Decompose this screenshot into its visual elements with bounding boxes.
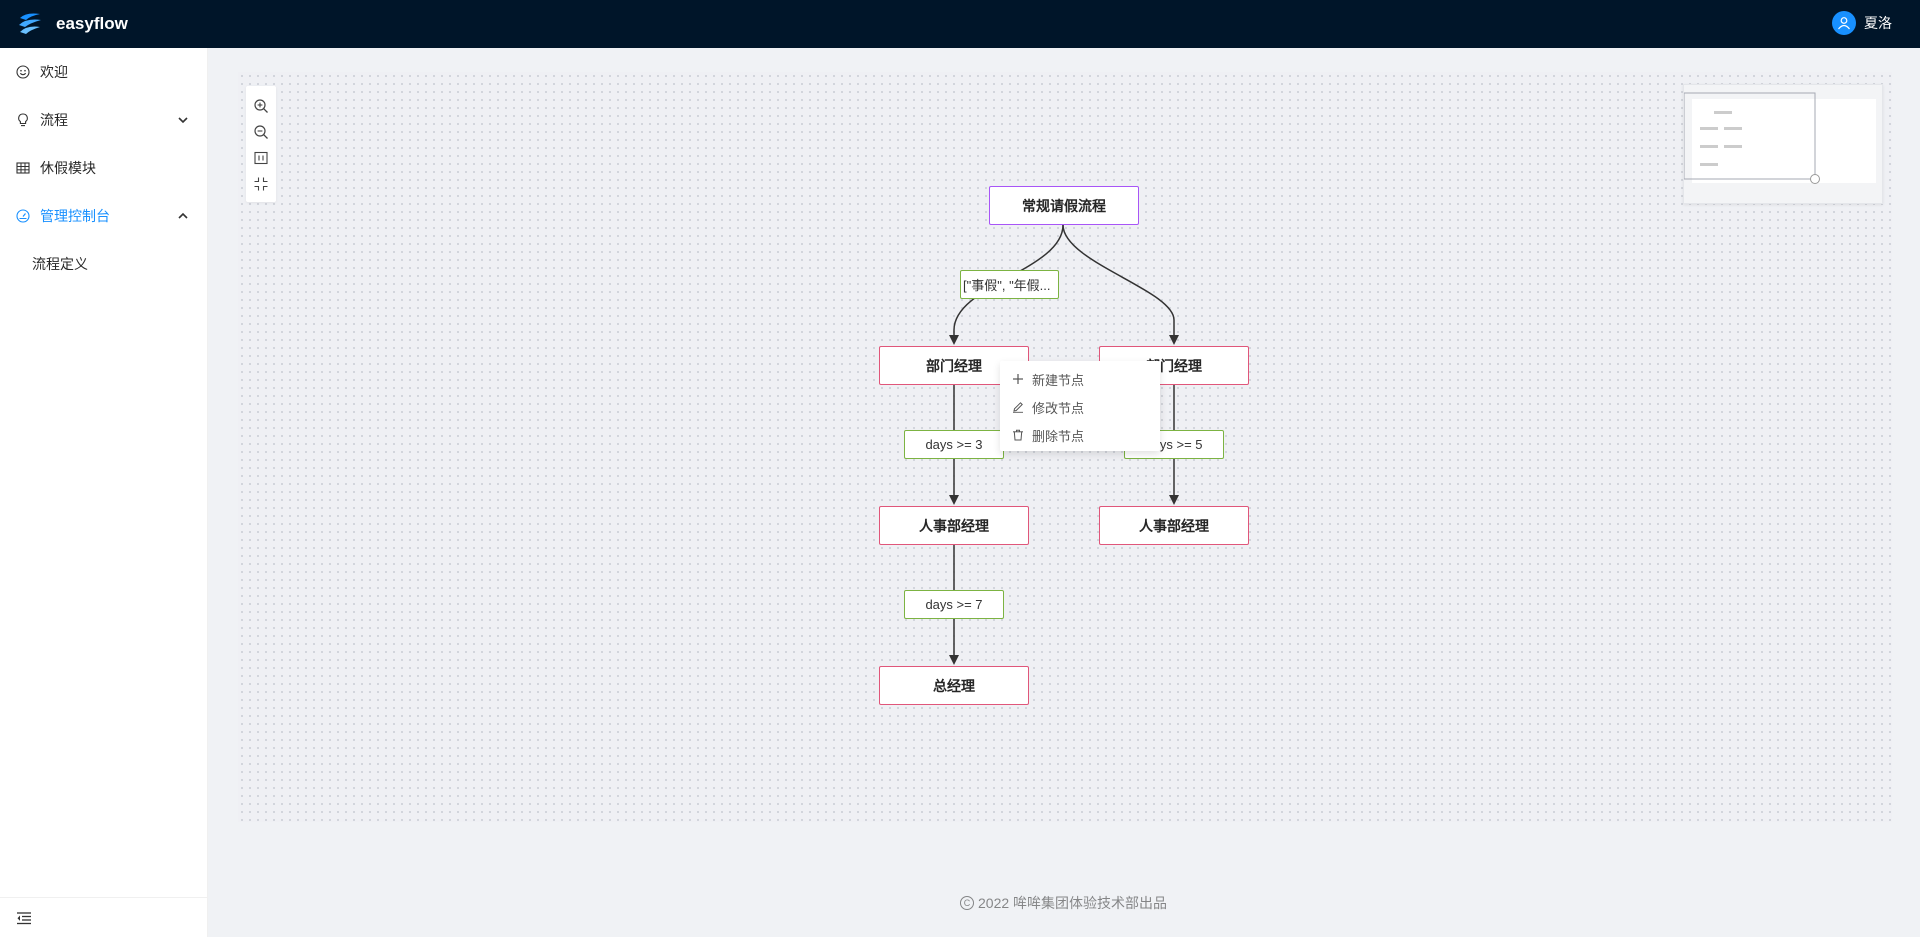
sidebar-item-flow[interactable]: 流程 bbox=[0, 100, 207, 140]
sidebar-item-label: 管理控制台 bbox=[40, 208, 110, 224]
sidebar-item-label: 休假模块 bbox=[40, 160, 96, 176]
user-name: 夏洛 bbox=[1864, 15, 1892, 31]
copyright-icon: C bbox=[960, 896, 974, 910]
edge-label-text: days >= 3 bbox=[925, 437, 983, 452]
zoom-in-icon[interactable] bbox=[253, 98, 269, 114]
edge-label-leave-type[interactable]: ["事假", "年假... bbox=[960, 270, 1059, 299]
sidebar-item-leave-module[interactable]: 休假模块 bbox=[0, 148, 207, 188]
context-menu-edit-node[interactable]: 修改节点 bbox=[1000, 393, 1160, 421]
node-context-menu: 新建节点 修改节点 删除节点 bbox=[1000, 361, 1160, 451]
zoom-out-icon[interactable] bbox=[253, 124, 269, 140]
sidebar: 欢迎 流程 休假模块 管理控制台 流程定义 bbox=[0, 48, 208, 937]
context-menu-label: 修改节点 bbox=[1032, 400, 1085, 416]
flow-node-hr-manager-2[interactable]: 人事部经理 bbox=[1099, 506, 1249, 545]
context-menu-add-node[interactable]: 新建节点 bbox=[1000, 365, 1160, 393]
flow-node-general-manager[interactable]: 总经理 bbox=[879, 666, 1029, 705]
sidebar-subitem-flow-definition[interactable]: 流程定义 bbox=[0, 244, 207, 284]
flow-node-label: 总经理 bbox=[933, 677, 975, 694]
smile-icon bbox=[16, 65, 30, 79]
edit-icon bbox=[1013, 402, 1023, 413]
edge-label-days-3[interactable]: days >= 3 bbox=[904, 430, 1004, 459]
sidebar-item-welcome[interactable]: 欢迎 bbox=[0, 52, 207, 92]
sidebar-item-label: 流程 bbox=[40, 112, 68, 128]
bulb-icon bbox=[16, 113, 30, 127]
app-logo[interactable]: easyflow bbox=[16, 10, 128, 38]
flow-node-label: 人事部经理 bbox=[1139, 517, 1209, 534]
menu-fold-icon bbox=[17, 911, 31, 924]
chevron-down-icon bbox=[178, 117, 188, 124]
flow-node-label: 部门经理 bbox=[926, 357, 982, 374]
chevron-up-icon bbox=[178, 212, 188, 219]
canvas-toolbar bbox=[246, 86, 276, 202]
user-icon bbox=[1838, 17, 1850, 30]
actual-size-icon[interactable] bbox=[253, 176, 269, 192]
delete-icon bbox=[1013, 429, 1023, 441]
edge-label-text: days >= 7 bbox=[925, 597, 983, 612]
flow-node-hr-manager-1[interactable]: 人事部经理 bbox=[879, 506, 1029, 545]
flow-node-label: 部门经理 bbox=[1146, 357, 1202, 374]
sidebar-subitem-label: 流程定义 bbox=[32, 256, 88, 272]
sidebar-item-admin-console[interactable]: 管理控制台 bbox=[0, 196, 207, 236]
sidebar-item-label: 欢迎 bbox=[40, 64, 68, 80]
flow-node-label: 常规请假流程 bbox=[1022, 197, 1106, 214]
edge-label-days-7[interactable]: days >= 7 bbox=[904, 590, 1004, 619]
dashboard-icon bbox=[16, 209, 30, 223]
minimap[interactable] bbox=[1683, 84, 1883, 204]
flow-node-label: 人事部经理 bbox=[919, 517, 989, 534]
fit-view-icon[interactable] bbox=[253, 150, 269, 166]
context-menu-delete-node[interactable]: 删除节点 bbox=[1000, 421, 1160, 449]
plus-icon bbox=[1013, 374, 1023, 384]
table-icon bbox=[16, 161, 30, 175]
user-avatar bbox=[1832, 11, 1856, 35]
easyflow-logo-icon bbox=[19, 13, 41, 34]
page-footer: C 2022 哞哞集团体验技术部出品 bbox=[960, 893, 1167, 913]
footer-text: 2022 哞哞集团体验技术部出品 bbox=[978, 895, 1168, 911]
minimap-preview bbox=[1684, 92, 1876, 184]
context-menu-label: 新建节点 bbox=[1032, 372, 1085, 388]
edge-label-text: ["事假", "年假... bbox=[963, 278, 1051, 293]
flow-node-start[interactable]: 常规请假流程 bbox=[989, 186, 1139, 225]
app-name: easyflow bbox=[56, 14, 128, 33]
top-header: easyflow 夏洛 bbox=[0, 0, 1920, 48]
collapse-sidebar-button[interactable] bbox=[0, 897, 207, 937]
user-menu[interactable]: 夏洛 bbox=[1832, 11, 1892, 35]
context-menu-label: 删除节点 bbox=[1032, 428, 1085, 444]
